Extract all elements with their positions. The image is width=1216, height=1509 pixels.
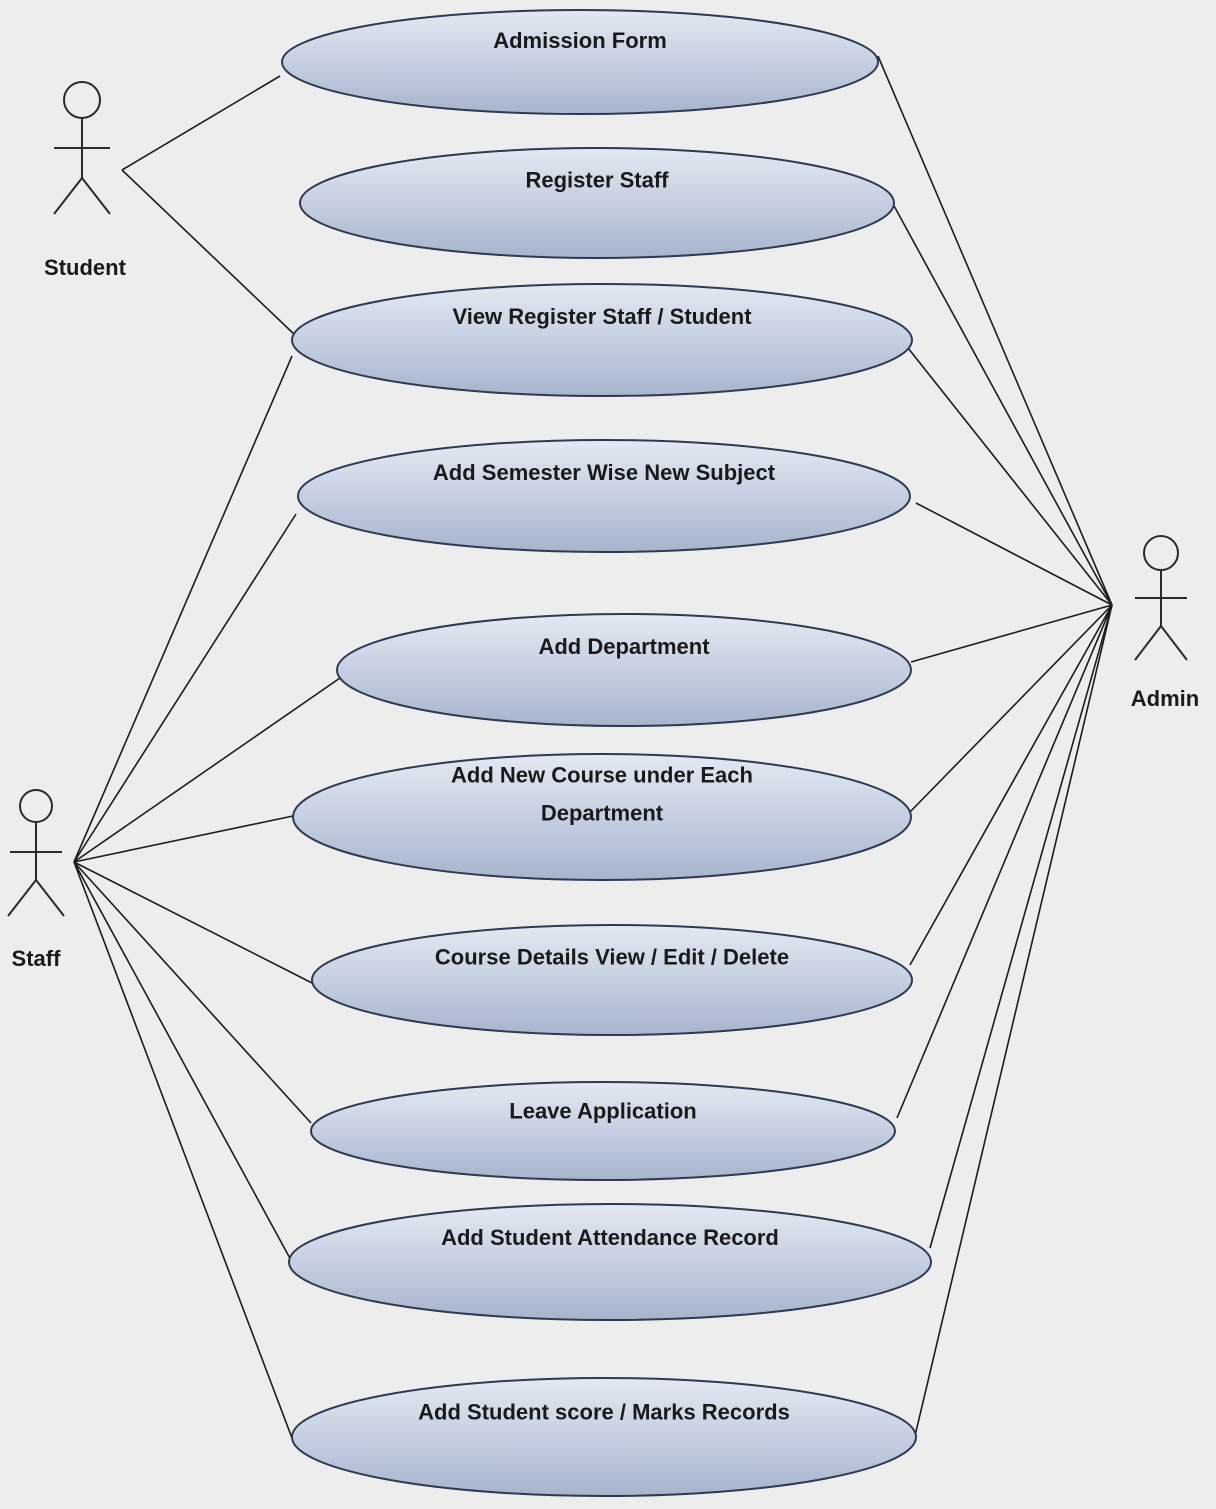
use-case-label: Add Department [538, 634, 710, 659]
actor-admin: Admin [1131, 535, 1199, 711]
use-case-ellipse [310, 1081, 896, 1181]
staff-to-add-student-score-marks-records-association [73, 861, 296, 1447]
staff-to-view-register-staff-student-association [73, 355, 293, 863]
use-case-ellipse [281, 9, 879, 115]
use-case-ellipse [288, 1203, 932, 1321]
use-case-label: Admission Form [493, 28, 667, 53]
use-case-ellipse [291, 283, 913, 397]
admin-to-register-staff-association [892, 203, 1113, 606]
admin-to-add-student-attendance-record-association [929, 604, 1113, 1249]
admin-to-course-details-view-edit-delete-association [909, 604, 1113, 966]
stick-figure-icon [53, 81, 111, 215]
staff-to-leave-application-association [73, 861, 312, 1124]
stick-figure-icon [1134, 535, 1188, 661]
student-to-view-register-staff-student-association [121, 169, 297, 337]
actor-label-admin: Admin [1131, 686, 1199, 711]
use-case-ellipse [291, 1377, 917, 1497]
student-to-admission-form-association [121, 75, 281, 171]
use-case-label: Department [541, 800, 664, 825]
admin-to-admission-form-association [877, 55, 1113, 606]
use-case-ellipse [311, 924, 913, 1036]
use-case-course-details-view-edit-delete: Course Details View / Edit / Delete [311, 924, 913, 1036]
use-case-label: View Register Staff / Student [452, 304, 752, 329]
use-case-label: Add New Course under Each [451, 762, 753, 787]
staff-to-add-department-association [73, 677, 341, 863]
use-case-label: Leave Application [509, 1098, 696, 1123]
use-case-label: Course Details View / Edit / Delete [435, 944, 789, 969]
staff-to-course-details-view-edit-delete-association [73, 861, 315, 985]
staff-to-add-semester-wise-new-subject-association [73, 513, 297, 863]
admin-to-add-department-association [910, 604, 1113, 663]
actor-staff: Staff [7, 789, 65, 971]
use-case-label: Add Student score / Marks Records [418, 1399, 790, 1424]
admin-to-add-semester-wise-new-subject-association [915, 502, 1113, 606]
actor-student: Student [44, 81, 127, 280]
use-case-label: Add Semester Wise New Subject [433, 460, 776, 485]
use-case-add-semester-wise-new-subject: Add Semester Wise New Subject [297, 439, 911, 553]
stick-figure-icon [7, 789, 65, 917]
use-case-ellipse [297, 439, 911, 553]
actor-label-staff: Staff [12, 946, 62, 971]
admin-to-leave-application-association [896, 604, 1113, 1119]
use-case-ellipse [299, 147, 895, 259]
admin-to-add-student-score-marks-records-association [913, 604, 1113, 1441]
use-case-admission-form: Admission Form [281, 9, 879, 115]
staff-to-add-new-course-under-each-department-association [73, 815, 294, 863]
use-case-add-student-attendance-record: Add Student Attendance Record [288, 1203, 932, 1321]
use-case-add-student-score-marks-records: Add Student score / Marks Records [291, 1377, 917, 1497]
use-case-leave-application: Leave Application [310, 1081, 896, 1181]
use-case-ellipse [292, 753, 912, 881]
use-case-register-staff: Register Staff [299, 147, 895, 259]
admin-to-add-new-course-under-each-department-association [909, 604, 1113, 813]
admin-to-view-register-staff-student-association [907, 347, 1113, 606]
actor-label-student: Student [44, 255, 127, 280]
staff-to-add-student-attendance-record-association [73, 861, 293, 1263]
use-case-add-department: Add Department [336, 613, 912, 727]
use-case-label: Add Student Attendance Record [441, 1225, 779, 1250]
associations [73, 55, 1113, 1447]
use-case-view-register-staff-student: View Register Staff / Student [291, 283, 913, 397]
use-case-ellipse [336, 613, 912, 727]
use-case-label: Register Staff [525, 167, 669, 192]
